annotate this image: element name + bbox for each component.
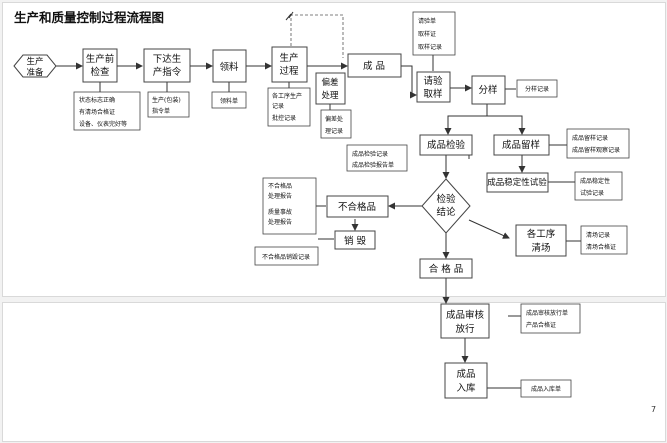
note-material-line-1: 领料单 — [220, 97, 238, 105]
note-nonconform-line-1: 不合格品 — [268, 182, 292, 190]
note-clean-line-2: 清场合格证 — [586, 243, 616, 251]
page-number: 7 — [651, 405, 656, 414]
note-review-line-2: 产品合格证 — [526, 321, 556, 329]
node-warehouse-line-1: 成品 — [456, 368, 475, 380]
note-pre-check-line-2: 有清场合格证 — [79, 108, 115, 116]
note-pre-check-line-3: 设备、仪表完好等 — [79, 120, 127, 128]
node-warehouse-line-2: 入库 — [456, 382, 476, 394]
node-conform-label: 合 格 品 — [429, 263, 464, 275]
note-sampling: 请验单 取样证 取样记录 — [412, 11, 456, 56]
note-nonconform-line-4: 处理报告 — [268, 218, 292, 226]
note-warehouse: 成品入库单 — [520, 379, 572, 398]
node-inspection: 成品检验 — [419, 134, 473, 156]
note-pre-check-line-1: 状态标志正确 — [79, 96, 115, 104]
note-destroy-line-1: 不合格品销毁记录 — [262, 253, 310, 261]
node-material-label: 领料 — [219, 61, 239, 73]
note-sampling-line-1: 请验单 — [418, 17, 436, 25]
node-decision: 检验 结论 — [421, 178, 471, 234]
note-issue-order: 生产(包装) 指令单 — [147, 91, 190, 118]
node-sampling: 请验 取样 — [416, 71, 451, 103]
node-material: 领料 — [212, 49, 247, 83]
node-conform: 合 格 品 — [419, 258, 473, 279]
node-issue-order-line-2: 产指令 — [153, 66, 182, 78]
node-prod-prep-line-2: 准备 — [26, 67, 44, 78]
note-nonconform: 不合格品 处理报告 质量事故 处理报告 — [262, 177, 317, 235]
node-product-label: 成 品 — [363, 60, 385, 72]
note-split-line-1: 分样记录 — [525, 85, 549, 93]
node-review-line-1: 成品审核 — [446, 309, 485, 321]
node-nonconform: 不合格品 — [326, 195, 389, 218]
note-inspection-line-1: 成品检验记录 — [352, 150, 388, 158]
note-inspection-line-2: 成品检验报告单 — [352, 161, 394, 169]
note-process-line-3: 批控记录 — [272, 114, 296, 122]
node-split-label: 分样 — [478, 84, 497, 96]
node-inspection-label: 成品检验 — [427, 139, 466, 151]
note-stability-line-1: 成品稳定性 — [580, 177, 610, 185]
note-nonconform-line-3: 质量事故 — [268, 208, 292, 216]
note-process: 各工序生产 记录 批控记录 — [267, 87, 311, 127]
note-split: 分样记录 — [516, 79, 558, 98]
note-stability: 成品稳定性 试验记录 — [574, 171, 623, 201]
note-process-line-2: 记录 — [272, 102, 284, 110]
node-issue-order: 下达生 产指令 — [143, 48, 191, 83]
node-clean: 各工序 清场 — [515, 224, 567, 257]
note-clean-line-1: 清场记录 — [586, 231, 610, 239]
note-review: 成品审核放行单 产品合格证 — [520, 303, 581, 334]
note-material: 领料单 — [211, 91, 247, 109]
node-pre-check: 生产前 检查 — [82, 48, 118, 83]
note-inspection: 成品检验记录 成品检验报告单 — [346, 144, 408, 172]
note-issue-order-line-2: 指令单 — [152, 107, 170, 115]
node-deviation-line-2: 处理 — [321, 90, 339, 101]
node-split: 分样 — [471, 75, 506, 105]
node-process-line-2: 过程 — [279, 65, 299, 77]
node-stability: 成品稳定性试验 — [486, 172, 549, 193]
note-destroy: 不合格品销毁记录 — [254, 246, 319, 266]
node-retain: 成品留样 — [493, 134, 550, 156]
node-destroy-label: 销 毁 — [344, 235, 367, 247]
node-clean-line-1: 各工序 — [527, 228, 556, 240]
node-sampling-line-1: 请验 — [423, 75, 443, 87]
node-review-line-2: 放行 — [455, 323, 475, 335]
node-stability-label: 成品稳定性试验 — [487, 177, 547, 188]
note-pre-check: 状态标志正确 有清场合格证 设备、仪表完好等 — [73, 91, 141, 131]
note-warehouse-line-1: 成品入库单 — [531, 385, 561, 393]
node-decision-line-1: 检验 — [436, 193, 456, 205]
node-clean-line-2: 清场 — [531, 242, 550, 254]
node-nonconform-label: 不合格品 — [338, 201, 376, 213]
note-retain: 成品留样记录 成品留样观察记录 — [566, 128, 630, 159]
node-deviation-line-1: 偏差 — [321, 77, 338, 88]
node-pre-check-line-1: 生产前 — [86, 53, 115, 65]
node-prod-prep: 生产 准备 — [13, 54, 57, 78]
node-product: 成 品 — [347, 53, 402, 78]
diagram-title: 生产和质量控制过程流程图 — [14, 10, 164, 25]
note-retain-line-1: 成品留样记录 — [572, 134, 608, 142]
node-prod-prep-line-1: 生产 — [26, 56, 43, 67]
node-issue-order-line-1: 下达生 — [153, 53, 182, 65]
node-retain-label: 成品留样 — [502, 139, 540, 151]
note-clean: 清场记录 清场合格证 — [580, 225, 628, 255]
note-deviation-line-1: 偏差处 — [325, 115, 343, 123]
node-sampling-line-2: 取样 — [423, 88, 442, 100]
note-process-line-1: 各工序生产 — [272, 92, 302, 100]
note-review-line-1: 成品审核放行单 — [526, 309, 568, 317]
node-deviation: 偏差 处理 — [315, 72, 346, 105]
node-warehouse: 成品 入库 — [444, 362, 488, 399]
node-destroy: 销 毁 — [334, 230, 376, 250]
note-retain-line-2: 成品留样观察记录 — [572, 146, 620, 154]
node-process: 生产 过程 — [271, 46, 308, 83]
node-decision-line-2: 结论 — [436, 206, 456, 218]
note-sampling-line-2: 取样证 — [418, 30, 436, 38]
note-nonconform-line-2: 处理报告 — [268, 192, 292, 200]
node-process-line-1: 生产 — [279, 52, 298, 64]
node-pre-check-line-2: 检查 — [90, 66, 110, 78]
node-review: 成品审核 放行 — [440, 303, 490, 339]
note-stability-line-2: 试验记录 — [580, 189, 604, 197]
note-issue-order-line-1: 生产(包装) — [152, 96, 181, 104]
note-sampling-line-3: 取样记录 — [418, 43, 442, 51]
note-deviation: 偏差处 理记录 — [320, 109, 352, 139]
connectors — [56, 11, 581, 389]
note-deviation-line-2: 理记录 — [325, 127, 343, 135]
